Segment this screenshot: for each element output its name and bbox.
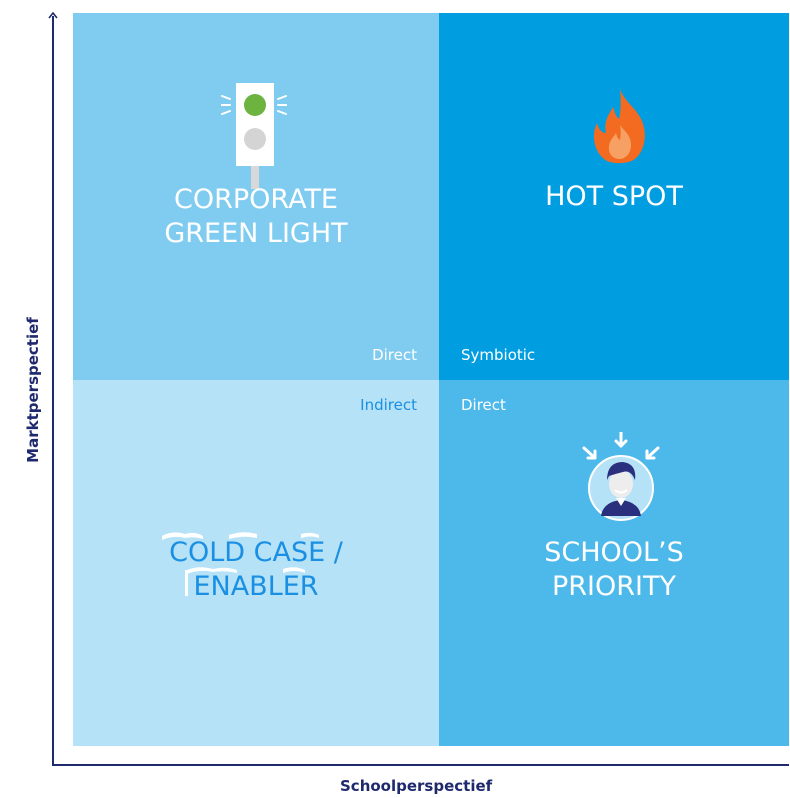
flame-icon: [593, 89, 645, 164]
quadrant-title: SCHOOL’S PRIORITY: [544, 537, 684, 602]
snow-cap-icon: [162, 532, 319, 596]
quadrant-title: COLD CASE / ENABLER: [169, 537, 343, 602]
quadrant-title: CORPORATE GREEN LIGHT: [164, 184, 348, 249]
quadrant-title: HOT SPOT: [545, 181, 683, 212]
quadrant-corporate-green-light: CORPORATE GREEN LIGHT Direct: [73, 13, 439, 380]
corner-label: Direct: [372, 346, 417, 364]
x-axis-line: [52, 764, 789, 766]
x-axis-label: Schoolperspectief: [340, 777, 493, 795]
y-axis-arrow-icon: [48, 12, 58, 19]
person-icon: [582, 432, 660, 521]
quadrant-schools-priority: Direct SCHOOL’S PRIORITY: [439, 380, 789, 746]
traffic-light-icon: [221, 83, 287, 189]
quadrant-cold-case-enabler: Indirect COLD CASE / ENABLER: [73, 380, 439, 746]
y-axis-label: Marktperspectief: [24, 317, 42, 463]
corner-label: Indirect: [360, 396, 417, 414]
quadrant-hot-spot: HOT SPOT Symbiotic: [439, 13, 789, 380]
corner-label: Symbiotic: [461, 346, 536, 364]
corner-label: Direct: [461, 396, 506, 414]
y-axis-line: [52, 16, 54, 765]
